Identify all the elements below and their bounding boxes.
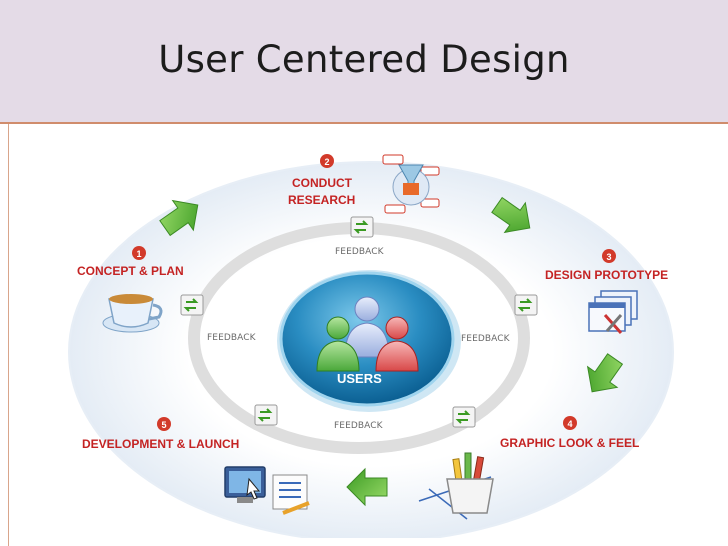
step-badge-2: 2 — [320, 154, 334, 168]
arrow-research-to-prototype — [491, 196, 531, 234]
feedback-label-left: FEEDBACK — [207, 333, 256, 343]
step-badge-4: 4 — [563, 416, 577, 430]
step-badge-3: 3 — [602, 249, 616, 263]
svg-text:1: 1 — [136, 249, 141, 259]
slide-title: User Centered Design — [158, 38, 570, 81]
svg-text:3: 3 — [606, 252, 611, 262]
svg-text:4: 4 — [567, 419, 572, 429]
svg-text:5: 5 — [161, 420, 166, 430]
diagram-graphics: 1 2 3 4 5 — [68, 154, 674, 538]
arrow-graphic-to-development — [346, 467, 388, 507]
left-rule — [8, 124, 9, 546]
svg-text:2: 2 — [324, 157, 329, 167]
step-label-development-launch: DEVELOPMENT & LAUNCH — [82, 437, 240, 451]
step-label-design-prototype: DESIGN PROTOTYPE — [545, 268, 669, 282]
research-funnel-icon — [382, 154, 440, 214]
arrow-concept-to-research — [159, 199, 199, 237]
step-badge-5: 5 — [157, 417, 171, 431]
refresh-icon — [452, 406, 476, 428]
users-icon — [316, 296, 419, 372]
step-label-research: RESEARCH — [288, 193, 356, 207]
coffee-cup-icon — [102, 294, 163, 333]
step-label-graphic-look-feel: GRAPHIC LOOK & FEEL — [500, 436, 640, 450]
computer-launch-icon — [224, 466, 310, 515]
refresh-icon — [514, 294, 538, 316]
pencil-cup-icon — [418, 452, 494, 520]
ucd-diagram: 1 2 3 4 5 — [47, 131, 685, 538]
refresh-icon — [350, 216, 374, 238]
feedback-label-right: FEEDBACK — [461, 334, 510, 344]
feedback-label-top: FEEDBACK — [335, 247, 384, 257]
step-label-concept-plan: CONCEPT & PLAN — [77, 264, 184, 278]
prototype-windows-icon — [588, 290, 638, 334]
users-label: USERS — [337, 371, 382, 386]
step-label-conduct: CONDUCT — [292, 176, 352, 190]
refresh-icon — [254, 404, 278, 426]
refresh-icon — [180, 294, 204, 316]
feedback-label-bottom: FEEDBACK — [334, 421, 383, 431]
arrow-prototype-to-graphic — [586, 353, 624, 393]
title-bar: User Centered Design — [0, 0, 728, 124]
step-badge-1: 1 — [132, 246, 146, 260]
